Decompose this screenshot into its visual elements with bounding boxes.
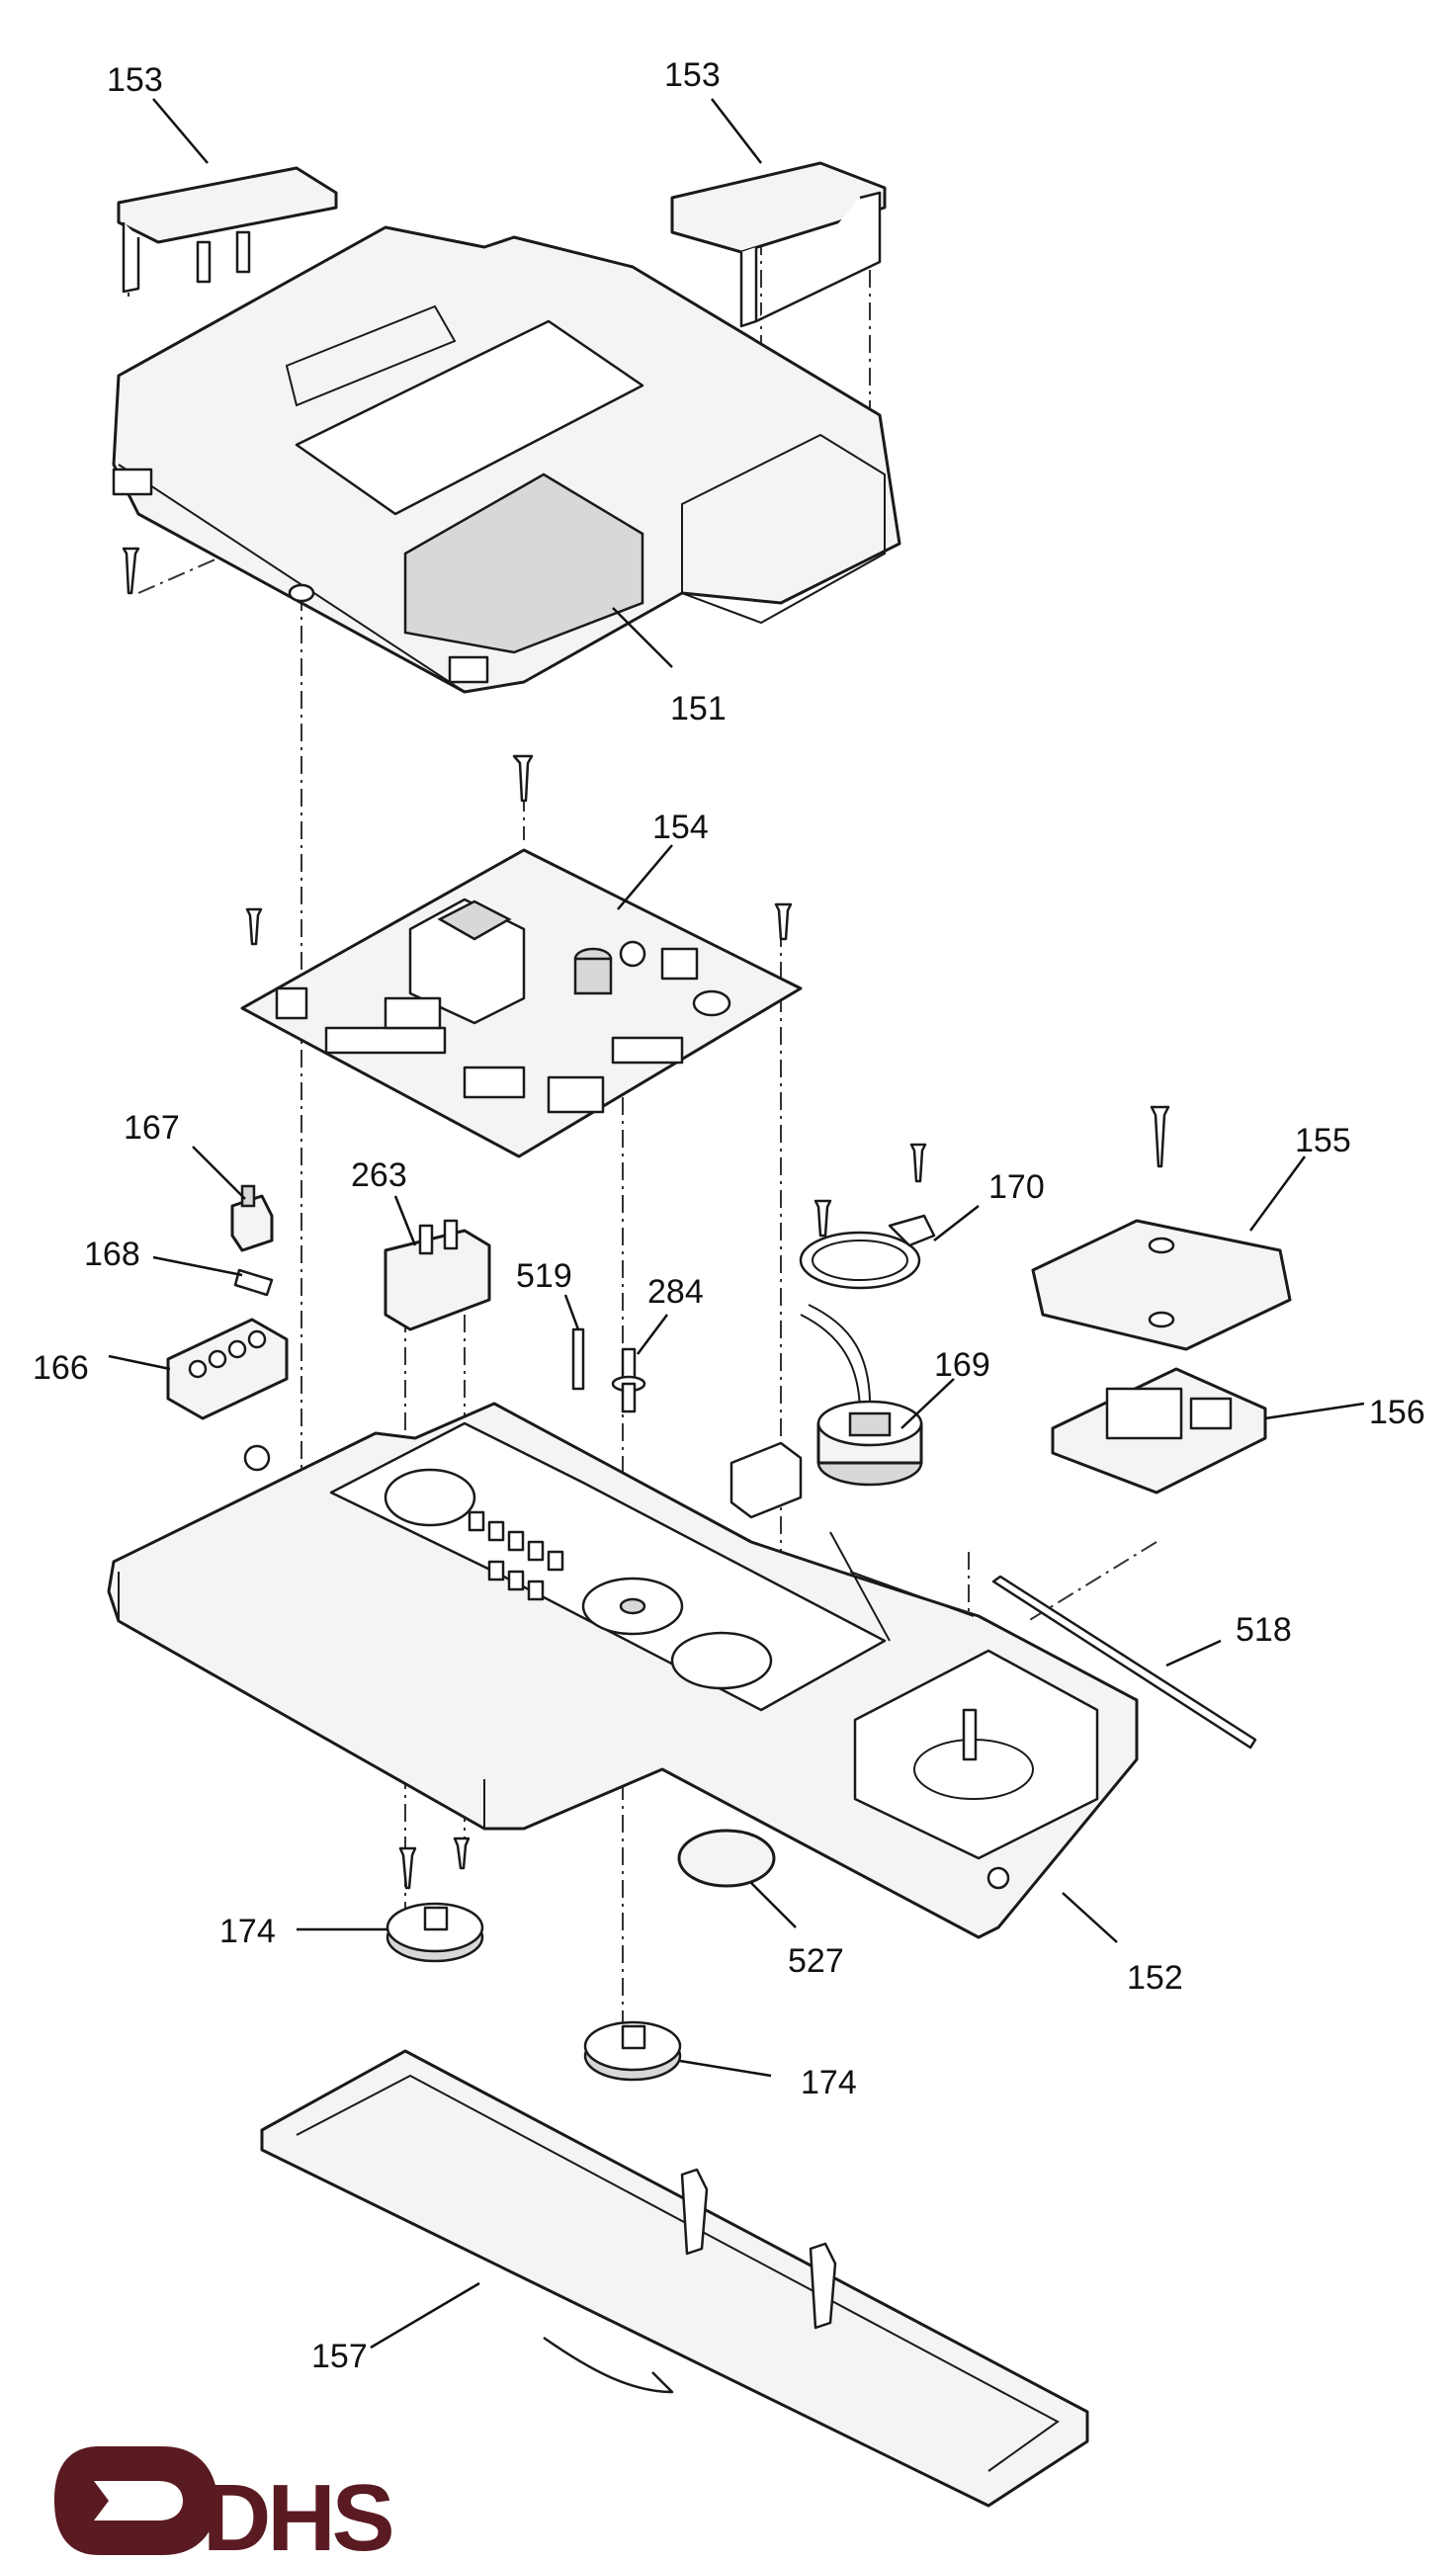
callout-156: 156 <box>1369 1394 1425 1431</box>
part-151-top-housing <box>112 225 901 694</box>
callout-170: 170 <box>988 1168 1045 1206</box>
callout-153-right: 153 <box>664 56 721 94</box>
screws <box>122 547 1170 1890</box>
callout-263: 263 <box>351 1156 407 1194</box>
callout-169: 169 <box>934 1346 990 1384</box>
part-155-plate <box>1031 1219 1292 1351</box>
callouts: 153 153 151 154 167 263 168 519 284 170 … <box>33 56 1425 2375</box>
callout-155: 155 <box>1295 1122 1351 1159</box>
part-284-spindle <box>611 1347 646 1413</box>
callout-174-left: 174 <box>219 1913 276 1950</box>
callout-174-right: 174 <box>801 2064 857 2101</box>
part-167-connector <box>230 1184 274 1252</box>
callout-153-left: 153 <box>107 61 163 99</box>
part-174-knob-right <box>583 2020 682 2082</box>
callout-152: 152 <box>1127 1959 1183 1997</box>
part-527-disc <box>677 1829 776 1888</box>
callout-519: 519 <box>516 1257 572 1295</box>
part-152-pins <box>468 1510 564 1601</box>
part-168-fuse <box>233 1268 274 1297</box>
callout-154: 154 <box>652 809 709 846</box>
part-263-relay <box>384 1219 491 1331</box>
dhs-logo: DHS <box>54 2446 396 2564</box>
part-156-ignition-board <box>1051 1367 1267 1495</box>
part-518-rod <box>991 1575 1257 1750</box>
dhs-logo-arrow-icon <box>54 2446 217 2555</box>
callout-168: 168 <box>84 1236 140 1273</box>
part-519-pin <box>571 1327 585 1391</box>
callout-157: 157 <box>311 2338 368 2375</box>
part-166-terminal-block <box>166 1318 289 1420</box>
part-170-ring <box>799 1214 936 1290</box>
leader-lines <box>108 98 1365 2350</box>
part-157-front-cover <box>260 2049 1089 2508</box>
part-153-cover-left <box>117 166 338 294</box>
part-154-circuit-board <box>240 848 803 1158</box>
callout-151: 151 <box>670 690 727 727</box>
part-174-knob-left <box>385 1902 484 1963</box>
part-153-cover-right <box>670 161 887 328</box>
callout-166: 166 <box>33 1349 89 1387</box>
callout-518: 518 <box>1236 1611 1292 1649</box>
dhs-logo-text: DHS <box>203 2465 392 2564</box>
callout-284: 284 <box>647 1273 704 1311</box>
callout-167: 167 <box>124 1109 180 1147</box>
part-152-base-housing <box>107 1402 1139 1939</box>
callout-527: 527 <box>788 1942 844 1980</box>
part-169-pressure-switch <box>800 1304 923 1487</box>
